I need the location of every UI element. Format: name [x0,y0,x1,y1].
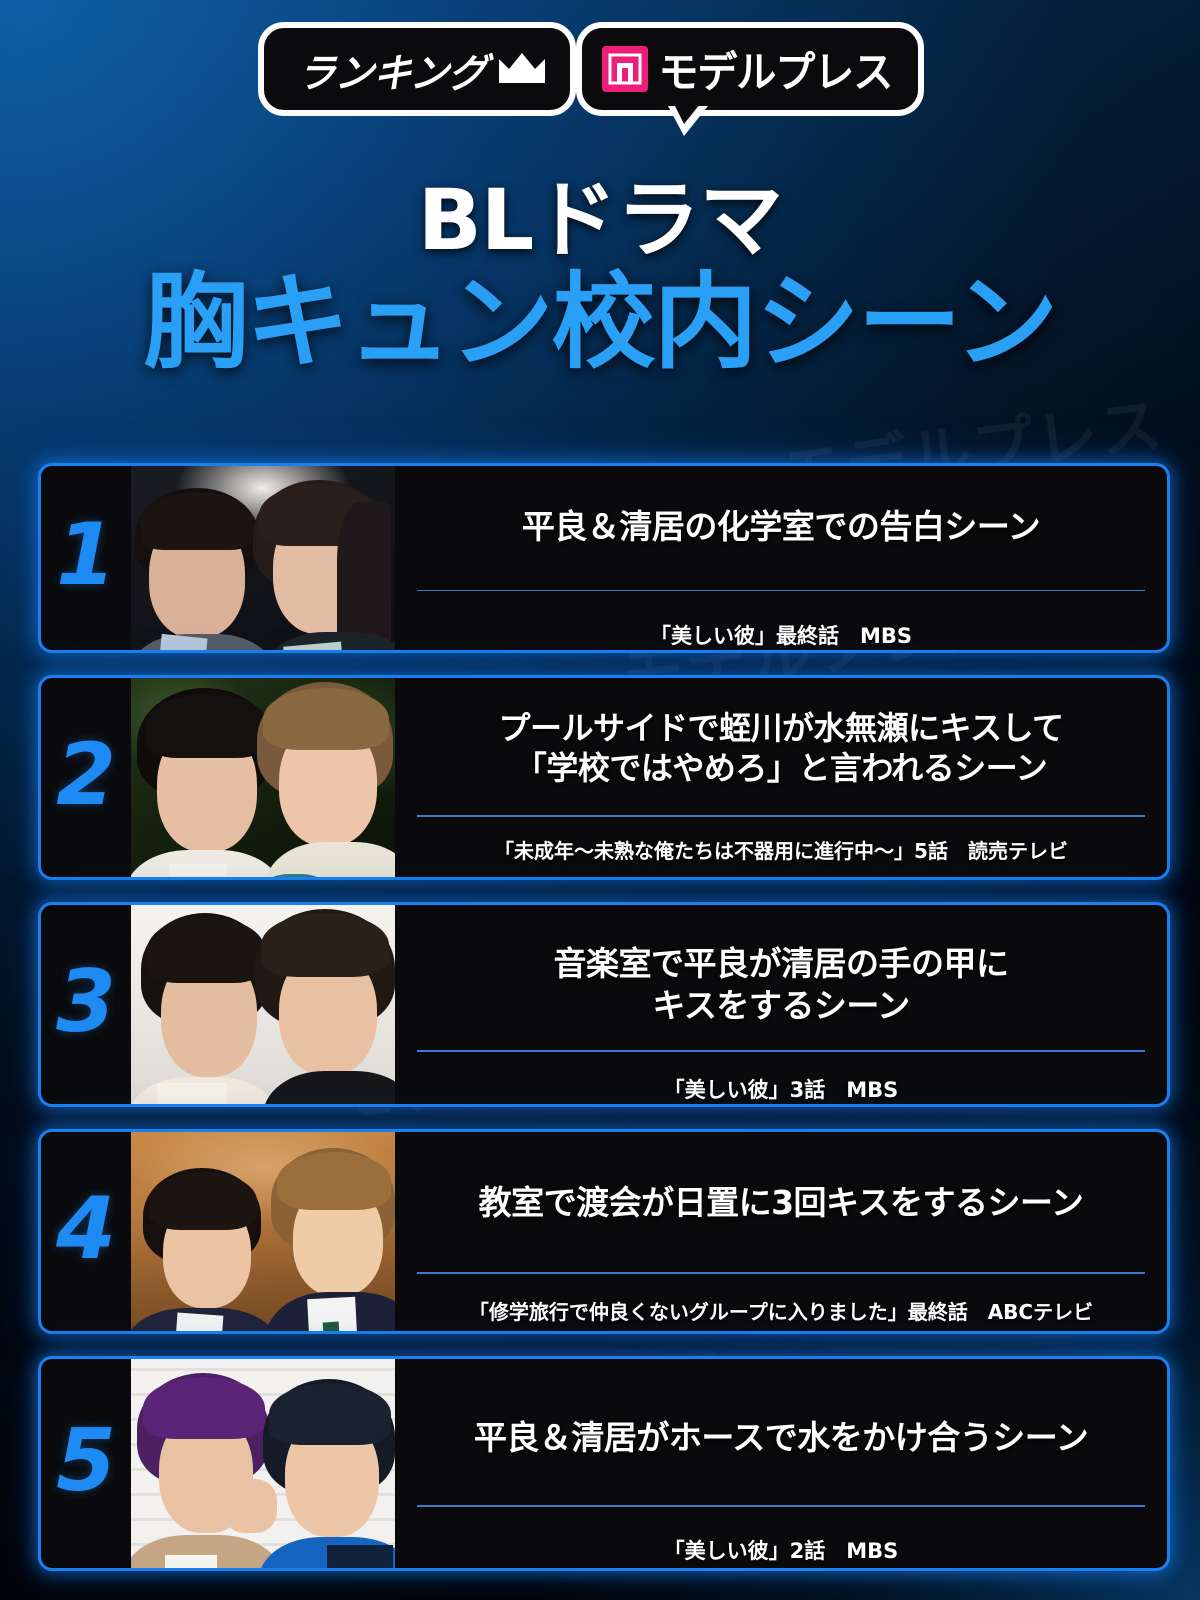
crown-icon [499,53,546,83]
rank-number: 3 [56,951,116,1052]
rank-1-photo [131,466,395,650]
card-content: 平良＆清居の化学室での告白シーン 「美しい彼」最終話 MBS [395,466,1167,650]
rank-number: 2 [56,724,116,825]
logo-speech-tail-inner [674,104,701,124]
ranking-card[interactable]: 5 平良＆清居がホースで水をかけ合うシーン 「美しい彼」2話 MBS [38,1356,1170,1571]
ranking-card[interactable]: 4 教室で渡会が日置に3回キスをするシーン 「修学旅行で仲良くないグル [38,1129,1170,1334]
logo-wrapper: ランキング モデルプレス [257,22,925,136]
rank-number: 4 [56,1178,116,1279]
card-content: 教室で渡会が日置に3回キスをするシーン 「修学旅行で仲良くないグループに入りまし… [395,1132,1167,1331]
rank-number: 1 [56,505,116,605]
card-content: 音楽室で平良が清居の手の甲に キスをするシーン 「美しい彼」3話 MBS [395,905,1167,1104]
divider [417,1050,1145,1052]
card-content: プールサイドで蛭川が水無瀬にキスして 「学校ではやめろ」と言われるシーン 「未成… [395,678,1167,877]
scene-title: 音楽室で平良が清居の手の甲に キスをするシーン [417,943,1145,1026]
header-logo-bar: ランキング モデルプレス [0,22,1200,136]
scene-source: 「美しい彼」最終話 MBS [649,624,913,648]
brand-badge: モデルプレス [576,22,925,136]
scene-title-line-1: プールサイドで蛭川が水無瀬にキスして [498,709,1064,747]
scene-title-line-1: 音楽室で平良が清居の手の甲に [553,944,1010,983]
divider [417,814,1145,817]
modelpress-m-icon [602,46,649,92]
rank-5-photo [131,1359,395,1568]
title-line-2: 胸キュン校内シーン [143,261,1059,383]
divider [417,1504,1145,1507]
scene-title: プールサイドで蛭川が水無瀬にキスして 「学校ではやめろ」と言われるシーン [417,708,1145,789]
ranking-card[interactable]: 2 プールサイドで蛭川が水無瀬にキスして 「学校ではやめろ」と言われるシーン [38,675,1170,880]
scene-source: 「修学旅行で仲良くないグループに入りました」最終話 ABCテレビ [468,1299,1094,1324]
ranking-list: 1 平良＆清居の化学室での告白シーン 「美しい彼」最終話 MBS [38,463,1170,1593]
rank-number: 5 [56,1410,116,1511]
scene-title: 教室で渡会が日置に3回キスをするシーン [478,1183,1084,1222]
scene-title: 平良＆清居がホースで水をかけ合うシーン [473,1418,1089,1457]
scene-title-line-2: 「学校ではやめろ」と言われるシーン [514,749,1048,788]
page-title: BLドラマ 胸キュン校内シーン [0,178,1200,378]
rank-3-photo [131,905,395,1104]
scene-title: 平良＆清居の化学室での告白シーン [521,507,1041,546]
scene-source: 「美しい彼」3話 MBS [663,1078,899,1102]
rank-2-photo [131,678,395,877]
ranking-card[interactable]: 1 平良＆清居の化学室での告白シーン 「美しい彼」最終話 MBS [38,463,1170,653]
card-content: 平良＆清居がホースで水をかけ合うシーン 「美しい彼」2話 MBS [395,1359,1167,1568]
scene-title-line-2: キスをするシーン [652,985,910,1025]
scene-source: 「美しい彼」2話 MBS [663,1538,899,1563]
rank-4-photo [131,1132,395,1331]
scene-source: 「未成年～未熟な俺たちは不器用に進行中～」5話 読売テレビ [494,838,1068,863]
title-line-1: BLドラマ [417,171,784,269]
divider [417,1271,1145,1274]
ranking-badge: ランキング [257,22,577,116]
brand-label: モデルプレス [658,48,893,98]
ranking-label: ランキング [294,49,489,96]
ranking-card[interactable]: 3 音楽室で平良が清居の手の甲に キスをするシーン 「美しい彼」3話 MBS [38,902,1170,1107]
